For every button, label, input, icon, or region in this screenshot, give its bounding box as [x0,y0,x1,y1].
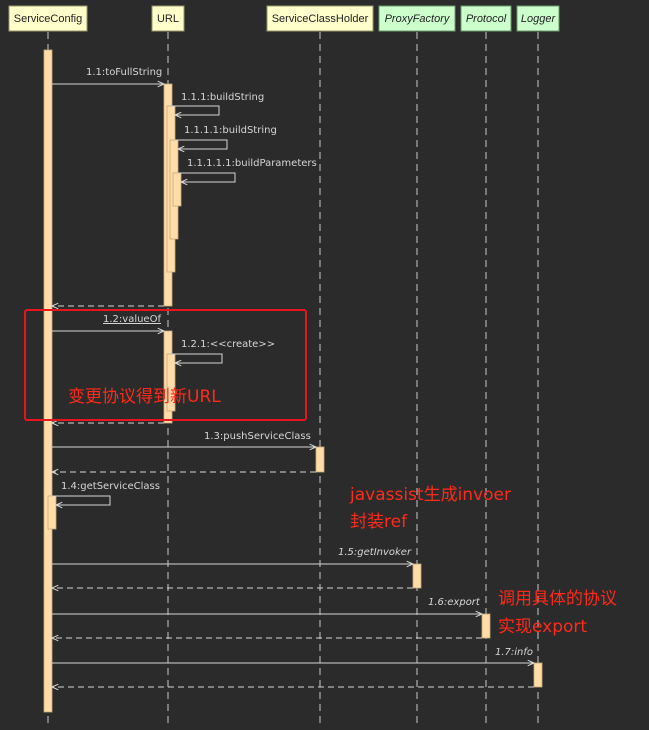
lifelines [47,32,539,725]
activation-service-config-nested [47,495,57,530]
participant-label: URL [157,13,179,25]
participants: ServiceConfig URL ServiceClassHolder Pro… [8,5,560,32]
participant-logger[interactable]: Logger [516,5,560,32]
annotation-protocol-line-1: 调用具体的协议 [498,589,617,609]
activation-service-config [43,49,53,713]
participant-label: ProxyFactory [385,13,451,25]
messages: 1.1:toFullString 1.1.1:buildString 1.1.1… [52,67,534,687]
activation-protocol [481,613,491,639]
message-label: 1.5:getInvoker [338,547,412,558]
participant-proxy-factory[interactable]: ProxyFactory [378,5,456,32]
message-get-service-class[interactable]: 1.4:getServiceClass [52,481,160,505]
annotation-new-url: 变更协议得到新URL [68,387,221,407]
message-arrow [175,139,228,149]
message-label: 1.6:export [428,597,481,608]
message-arrow [172,105,220,115]
participant-label: Protocol [466,13,507,25]
activation-logger [533,662,543,688]
participant-box [460,5,512,32]
activation-url-4 [172,172,182,207]
participant-box [8,5,88,32]
participant-box [378,5,456,32]
participant-label: Logger [521,13,557,25]
message-label: 1.1.1:buildString [181,92,264,103]
message-label: 1.1:toFullString [86,67,162,78]
message-build-string[interactable]: 1.1.1:buildString [172,92,264,115]
message-label: 1.2:valueOf [103,314,161,325]
message-build-string-nested[interactable]: 1.1.1.1:buildString [175,125,277,149]
activations [43,49,543,713]
annotation-javassist-line-2: 封装ref [350,512,408,532]
participant-label: ServiceConfig [14,13,82,25]
activation-service-class-holder [315,446,325,473]
participant-box [266,5,374,32]
message-build-parameters[interactable]: 1.1.1.1.1:buildParameters [178,158,317,182]
message-label: 1.1.1.1.1:buildParameters [187,158,317,169]
participant-protocol[interactable]: Protocol [460,5,512,32]
message-info[interactable]: 1.7:info [52,647,534,663]
message-value-of[interactable]: 1.2:valueOf [52,314,164,331]
message-label: 1.7:info [495,647,533,658]
message-arrow [172,353,223,363]
message-arrow [52,495,111,505]
message-export[interactable]: 1.6:export [52,597,482,614]
message-to-full-string[interactable]: 1.1:toFullString [52,67,164,84]
message-label: 1.1.1.1:buildString [184,125,277,136]
message-label: 1.4:getServiceClass [61,481,160,492]
annotations: 变更协议得到新URL javassist生成invoer 封装ref 调用具体的… [68,387,617,637]
message-create[interactable]: 1.2.1:<<create>> [172,339,275,363]
participant-url[interactable]: URL [151,5,185,32]
message-arrow [178,172,236,182]
message-label: 1.2.1:<<create>> [181,339,275,350]
participant-label: ServiceClassHolder [272,13,369,25]
participant-service-config[interactable]: ServiceConfig [8,5,88,32]
highlight-box [24,309,307,421]
participant-service-class-holder[interactable]: ServiceClassHolder [266,5,374,32]
message-label: 1.3:pushServiceClass [204,431,311,442]
activation-proxy-factory [412,563,422,589]
participant-box [516,5,560,32]
activation-url-6 [166,353,176,412]
participant-box [151,5,185,32]
annotation-javassist-line-1: javassist生成invoer [349,485,511,505]
message-get-invoker[interactable]: 1.5:getInvoker [52,547,413,564]
message-push-service-class[interactable]: 1.3:pushServiceClass [52,431,316,447]
annotation-protocol-line-2: 实现export [498,617,587,637]
